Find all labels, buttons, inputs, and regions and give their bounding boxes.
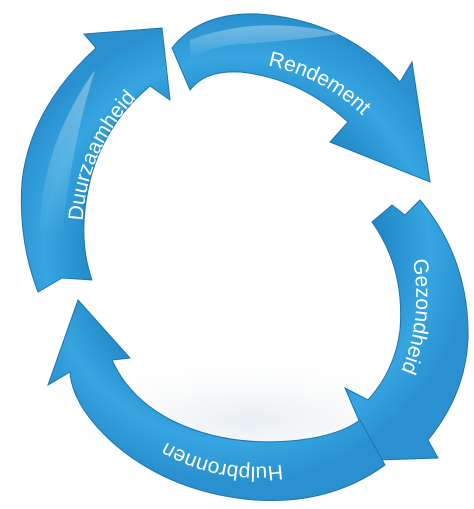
segment-rendement — [171, 13, 431, 183]
segment-gezondheid — [343, 199, 469, 461]
segment-hulpbronnen — [47, 299, 386, 502]
segment-highlight — [190, 25, 340, 60]
segment-highlight — [39, 70, 95, 240]
